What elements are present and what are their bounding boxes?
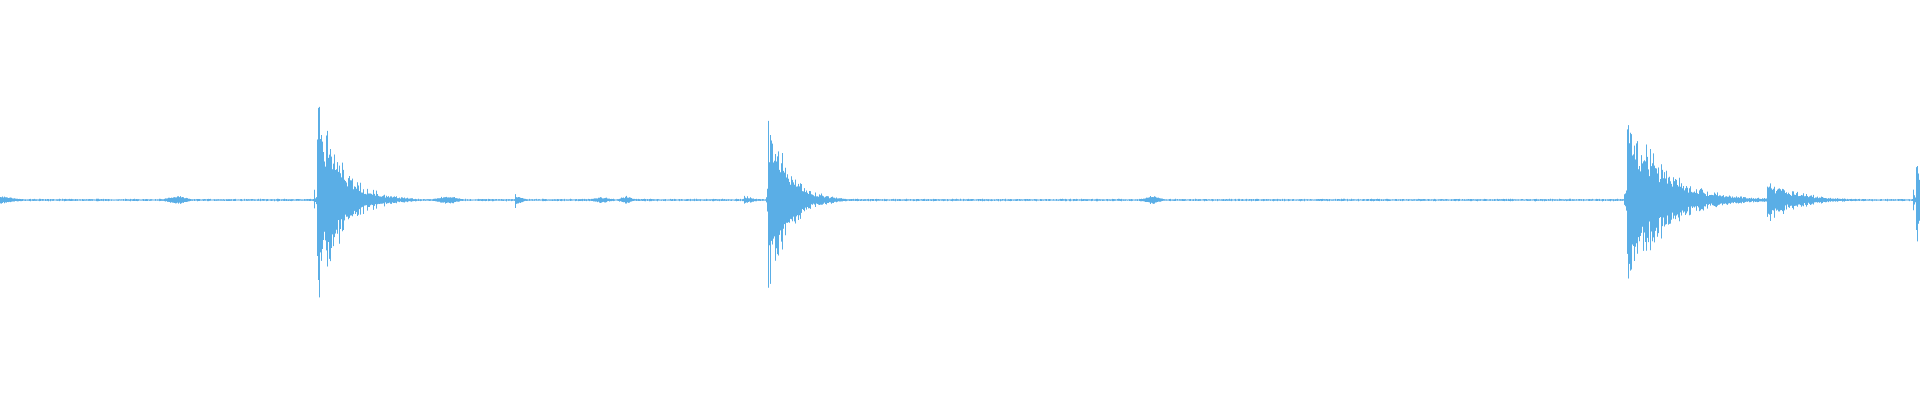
waveform-signal bbox=[0, 106, 1920, 298]
